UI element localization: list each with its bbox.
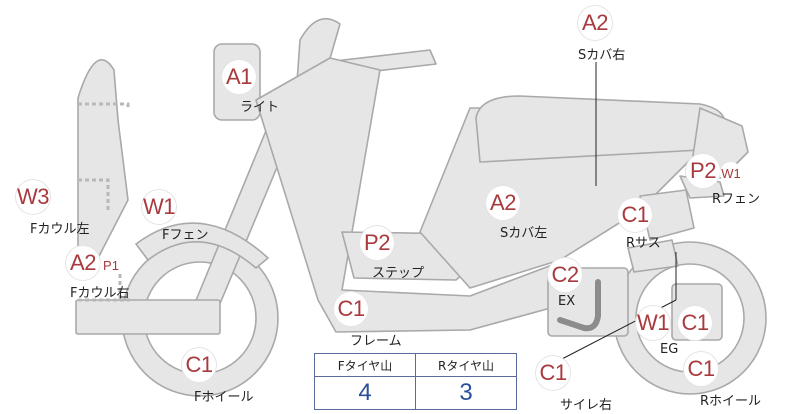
badge-w3-fcowl-left: W3 [16,180,50,214]
front-fender [135,222,269,269]
sub-badge-p1: P1 [100,254,122,276]
label-fcowl-right: Fカウル右 [70,286,130,301]
label-light: ライト [240,100,280,115]
label-ex: EX [558,294,576,309]
badge-a1-light: A1 [222,60,256,94]
label-ffender: Fフェン [162,228,209,243]
badge-c1-fwheel: C1 [182,348,216,382]
sub-badge-w1: W1 [720,162,742,184]
front-under-cowl [75,299,221,335]
badge-w1-eg: W1 [636,306,670,340]
label-step: ステップ [372,266,425,281]
label-rwheel: Rホイール [700,394,762,409]
label-rfender: Rフェン [712,192,761,207]
badge-c1-rwheel: C1 [684,352,718,386]
label-rsus: Rサス [626,236,661,251]
badge-a2-scover-right: A2 [578,6,612,40]
label-scover-left: Sカバ左 [500,226,548,241]
rear-tread-header: Rタイヤ山 [415,353,517,377]
exhaust-pipe [557,279,601,332]
label-muffler-right: サイレ右 [560,398,613,413]
badge-c2-ex: C2 [548,258,582,292]
badge-c1-frame: C1 [334,292,368,326]
badge-c1-muffler-right: C1 [536,356,570,390]
rear-tread-value: 3 [415,376,517,410]
badge-w1-ffender: W1 [142,190,176,224]
label-eg: EG [660,342,679,357]
badge-a2-scover-left: A2 [486,186,520,220]
badge-p2-step: P2 [360,226,394,260]
front-tread-value: 4 [314,376,416,410]
front-tread-header: Fタイヤ山 [314,353,416,377]
tire-tread-table: Fタイヤ山 Rタイヤ山 4 3 [314,353,517,410]
rear-shock-lower [627,239,679,273]
label-scover-right: Sカバ右 [578,48,626,63]
label-fcowl-left: Fカウル左 [30,222,90,237]
badge-c1-rsus: C1 [618,198,652,232]
label-fwheel: Fホイール [194,390,254,405]
badge-c1-eg: C1 [678,306,712,340]
front-cowl [77,58,129,263]
label-frame: フレーム [350,334,402,349]
